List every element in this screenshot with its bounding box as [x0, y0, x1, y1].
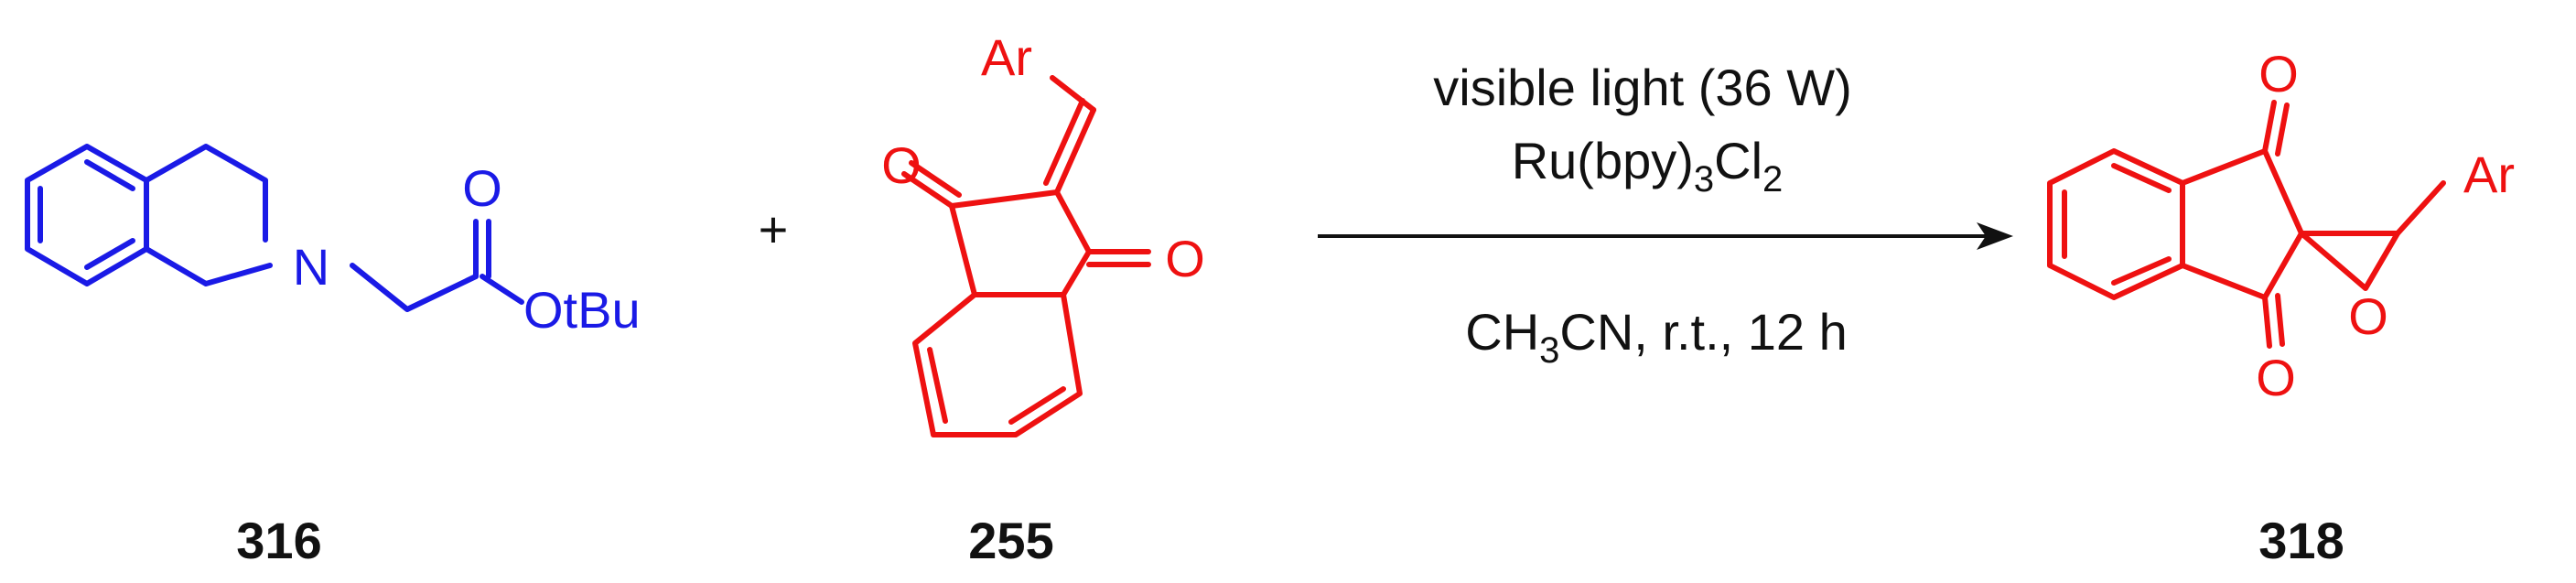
reactant-255-structure — [901, 75, 1151, 437]
plus-sign: + — [759, 200, 789, 258]
reactant-316-structure — [25, 144, 524, 312]
compound-label-318: 318 — [2258, 512, 2344, 569]
condition-catalyst: Ru(bpy)3Cl2 — [1512, 132, 1784, 200]
atom-Ar-product: Ar — [2463, 146, 2515, 203]
catalyst-sub2: 2 — [1762, 159, 1783, 200]
product-318-structure — [2047, 100, 2446, 349]
compound-label-255: 255 — [968, 512, 1053, 569]
condition-light: visible light (36 W) — [1433, 59, 1851, 116]
compound-label-316: 316 — [236, 512, 321, 569]
catalyst-main: Ru(bpy) — [1512, 132, 1694, 189]
atom-O-bottom: O — [2256, 349, 2296, 406]
atom-O-top: O — [2258, 45, 2299, 103]
catalyst-sub1: 3 — [1694, 159, 1714, 200]
atom-O-epoxide: O — [2348, 287, 2388, 345]
catalyst-mid: Cl — [1714, 132, 1762, 189]
atom-O-right: O — [1165, 230, 1205, 287]
reaction-arrow — [1318, 222, 2013, 250]
atom-OtBu: OtBu — [523, 281, 641, 339]
atom-N: N — [293, 238, 329, 296]
solvent-pre: CH — [1465, 303, 1539, 361]
atom-O-left: O — [881, 136, 922, 194]
atom-Ar-reactant: Ar — [981, 28, 1032, 86]
atom-O-carbonyl: O — [462, 159, 502, 217]
solvent-post: CN, r.t., 12 h — [1559, 303, 1847, 361]
condition-solvent: CH3CN, r.t., 12 h — [1465, 303, 1847, 371]
solvent-sub: 3 — [1539, 330, 1559, 371]
